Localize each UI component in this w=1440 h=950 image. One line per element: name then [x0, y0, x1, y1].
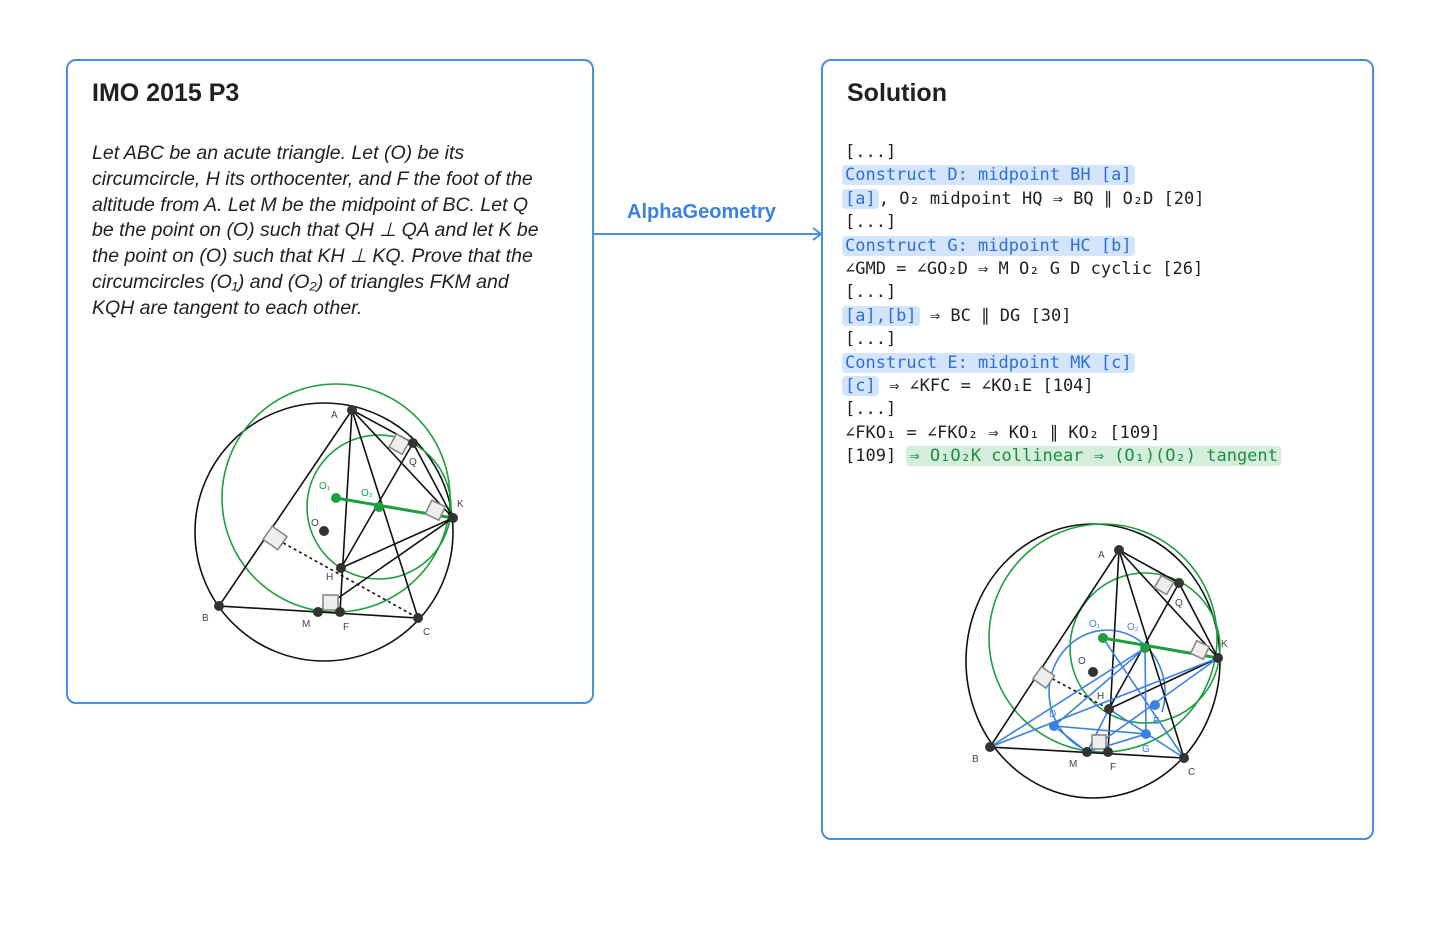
- proof-text: [...]: [845, 329, 897, 350]
- conclusion-highlight: ⇒ O₁O₂K collinear ⇒ (O₁)(O₂) tangent: [906, 446, 1281, 467]
- proof-text: [...]: [845, 142, 897, 162]
- construction-highlight: Construct E: midpoint MK [c]: [842, 352, 1135, 373]
- point-label: A: [331, 410, 338, 421]
- point-label: F: [1110, 762, 1116, 773]
- point-label: A: [1098, 550, 1105, 561]
- proof-line: [...]: [845, 328, 1281, 351]
- proof-line: [a], O₂ midpoint HQ ⇒ BQ ∥ O₂D [20]: [842, 188, 1281, 211]
- point-label: O₁: [319, 481, 331, 492]
- solution-title: Solution: [847, 79, 947, 107]
- point-label: Q: [1175, 598, 1183, 609]
- point-label: G: [1142, 744, 1150, 755]
- problem-title: IMO 2015 P3: [92, 79, 240, 107]
- proof-line: [109] ⇒ O₁O₂K collinear ⇒ (O₁)(O₂) tange…: [845, 445, 1281, 468]
- circle-o2: [306, 434, 452, 580]
- construction-highlight: [a]: [842, 188, 879, 209]
- proof-text: , O₂ midpoint HQ ⇒ BQ ∥ O₂D [20]: [878, 188, 1205, 209]
- proof-text: ⇒ BC ∥ DG [30]: [919, 305, 1072, 326]
- circle-o2: [1069, 572, 1221, 724]
- point-label: C: [1188, 767, 1195, 778]
- construction-highlight: [c]: [842, 375, 879, 396]
- point-label: C: [423, 627, 430, 638]
- point-label: O₁: [1089, 619, 1101, 630]
- alphageometry-label: AlphaGeometry: [627, 201, 776, 223]
- proof-text: ∠FKO₁ = ∠FKO₂ ⇒ KO₁ ∥ KO₂ [109]: [845, 422, 1161, 443]
- point-label: O₂: [361, 488, 373, 499]
- construction-highlight: Construct G: midpoint HC [b]: [842, 235, 1135, 256]
- point-label: K: [1221, 639, 1228, 650]
- construction-highlight: [a],[b]: [842, 305, 920, 326]
- point-label: Q: [409, 457, 417, 468]
- point-label: M: [302, 619, 310, 630]
- proof-line: ∠FKO₁ = ∠FKO₂ ⇒ KO₁ ∥ KO₂ [109]: [845, 422, 1281, 445]
- proof-line: [a],[b] ⇒ BC ∥ DG [30]: [842, 305, 1281, 328]
- point-label: O₂: [1127, 622, 1139, 633]
- proof-line: [...]: [845, 398, 1281, 421]
- point-label: B: [972, 754, 979, 765]
- proof-text: [...]: [845, 399, 897, 420]
- proof-text: [...]: [845, 212, 897, 233]
- point-label: F: [343, 622, 349, 633]
- solution-proof: [...] Construct D: midpoint BH [a][a], O₂…: [842, 141, 1281, 468]
- solution-panel: Solution [...] Construct D: midpoint BH […: [821, 59, 1374, 840]
- proof-line: [...]: [845, 211, 1281, 234]
- point-label: D: [1049, 709, 1056, 720]
- proof-line: Construct D: midpoint BH [a]: [842, 164, 1281, 187]
- point-label: E: [1153, 716, 1160, 727]
- proof-line: [c] ⇒ ∠KFC = ∠KO₁E [104]: [842, 375, 1281, 398]
- point-label: O: [1078, 656, 1086, 667]
- proof-text: [...]: [845, 282, 897, 303]
- proof-line: ∠GMD = ∠GO₂D ⇒ M O₂ G D cyclic [26]: [845, 258, 1281, 281]
- circumcircle-o: [194, 402, 454, 662]
- point-label: H: [326, 572, 333, 583]
- point-label: O: [311, 518, 319, 529]
- construction-highlight: Construct D: midpoint BH [a]: [842, 165, 1135, 186]
- point-label: B: [202, 613, 209, 624]
- proof-line: Construct E: midpoint MK [c]: [842, 352, 1281, 375]
- proof-line: [...]: [845, 141, 1281, 164]
- proof-text: ∠GMD = ∠GO₂D ⇒ M O₂ G D cyclic [26]: [845, 258, 1204, 279]
- proof-line: Construct G: midpoint HC [b]: [842, 235, 1281, 258]
- point-label: H: [1097, 691, 1104, 702]
- proof-text: ⇒ ∠KFC = ∠KO₁E [104]: [878, 375, 1094, 396]
- problem-statement: Let ABC be an acute triangle. Let (O) be…: [92, 142, 539, 319]
- point-label: K: [457, 499, 464, 510]
- proof-text: [109]: [845, 446, 907, 467]
- point-label: M: [1069, 759, 1077, 770]
- proof-line: [...]: [845, 281, 1281, 304]
